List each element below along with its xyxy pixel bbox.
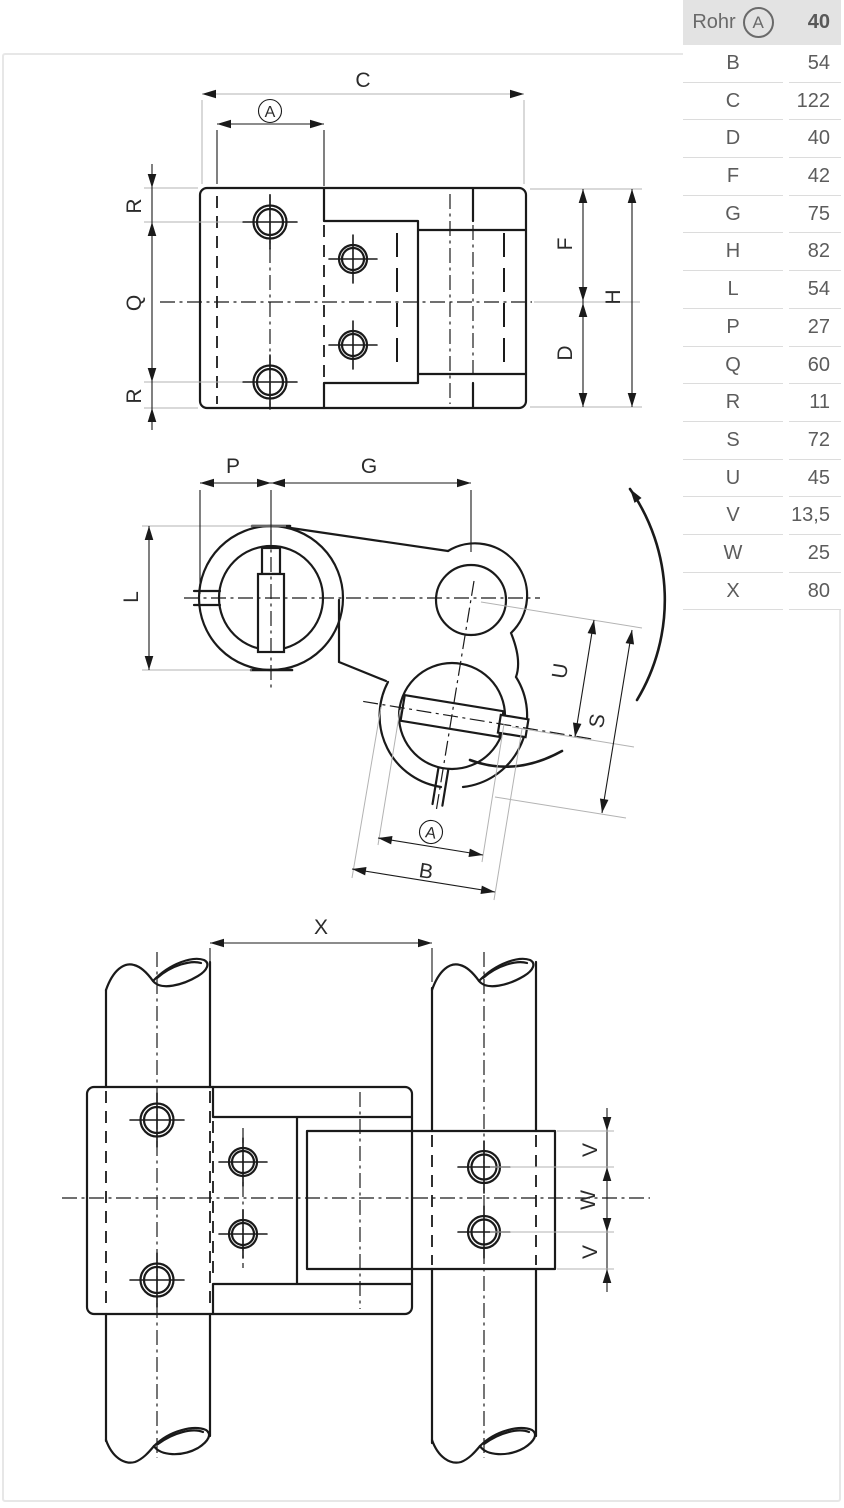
dim-label-cell: X	[683, 573, 783, 611]
circled-a-symbol	[418, 819, 444, 845]
dim-label-h: H	[602, 289, 625, 304]
dim-label-s: S	[585, 712, 610, 729]
table-header: Rohr A 40	[683, 0, 841, 45]
installation-view: X V W V	[62, 916, 650, 1464]
dim-label-d: D	[554, 345, 577, 360]
side-view: P G L U S A B	[120, 455, 667, 901]
dim-label-w: W	[577, 1190, 600, 1210]
dim-label-cell: G	[683, 196, 783, 234]
dim-label-cell: H	[683, 233, 783, 272]
dim-value-cell: 42	[789, 158, 841, 196]
table-header-label: Rohr A	[683, 7, 783, 38]
dim-label-cell: U	[683, 460, 783, 498]
dim-label-u: U	[548, 662, 573, 681]
dim-value-cell: 82	[789, 233, 841, 272]
dim-value-cell: 80	[789, 573, 841, 611]
dim-label-cell: F	[683, 158, 783, 196]
dim-value-cell: 75	[789, 196, 841, 234]
tube-size-value: 40	[807, 11, 830, 33]
dim-label-cell: D	[683, 120, 783, 159]
dim-value-cell: 45	[789, 460, 841, 498]
dim-label-r-top: R	[123, 198, 146, 213]
dim-label-a: A	[265, 104, 276, 121]
dim-label-q: Q	[123, 295, 146, 311]
dim-value-cell: 72	[789, 422, 841, 460]
dim-label-cell: P	[683, 309, 783, 347]
dim-label-l: L	[120, 591, 143, 603]
dim-label-p: P	[226, 455, 240, 478]
tube-label: Rohr	[692, 11, 736, 33]
dim-label-cell: Q	[683, 347, 783, 385]
dim-value-cell: 54	[789, 45, 841, 83]
dim-label-x: X	[314, 916, 328, 939]
dim-value-cell: 25	[789, 535, 841, 573]
dim-label-cell: B	[683, 45, 783, 83]
dim-value-cell: 60	[789, 347, 841, 385]
tube-symbol: A	[752, 12, 764, 32]
dim-value-cell: 122	[789, 83, 841, 121]
circled-a-symbol	[257, 98, 283, 124]
dim-label-cell: C	[683, 83, 783, 121]
dim-label-cell: S	[683, 422, 783, 460]
dim-label-cell: L	[683, 271, 783, 309]
dim-label-cell: W	[683, 535, 783, 573]
dim-value-cell: 54	[789, 271, 841, 309]
top-view: C A R Q R F D H	[123, 69, 642, 430]
dim-value-cell: 40	[789, 120, 841, 159]
dim-label-f: F	[554, 238, 577, 251]
dim-label-b: B	[417, 859, 434, 884]
dim-label-r-bottom: R	[123, 388, 146, 403]
circled-a-symbol: A	[742, 7, 774, 38]
dim-label-v-bottom: V	[579, 1245, 602, 1259]
dim-label-cell: R	[683, 384, 783, 422]
dim-value-cell: 11	[789, 384, 841, 422]
dim-label-v-top: V	[579, 1143, 602, 1157]
dim-label-g: G	[361, 455, 377, 478]
dim-value-cell: 27	[789, 309, 841, 347]
dim-value-cell: 13,5	[789, 497, 841, 535]
dim-label-cell: V	[683, 497, 783, 535]
dim-label-a: A	[424, 824, 438, 843]
dim-label-c: C	[355, 69, 370, 92]
